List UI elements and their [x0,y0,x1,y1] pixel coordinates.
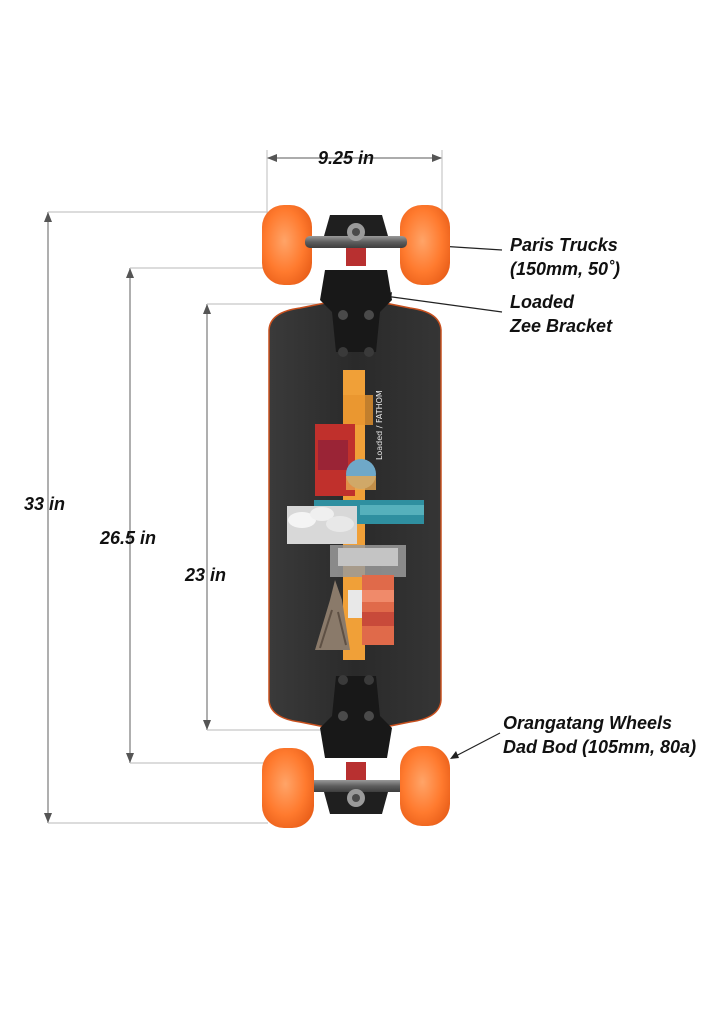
wheels-callout-spec: Dad Bod (105mm, 80a) [503,737,697,757]
graphic-sunset-block [362,575,394,645]
trucks-callout: Paris Trucks (150mm, 50˚) [510,233,620,281]
bracket-callout-title: Loaded [510,292,575,312]
trucks-callout-spec: (150mm, 50˚) [510,259,621,279]
bracket-callout: Loaded Zee Bracket [510,290,612,338]
rear-zee-bracket [320,676,392,758]
overall-length-label: 33 in [24,494,66,514]
mount-span-label: 23 in [185,565,227,585]
front-zee-bracket [320,270,392,352]
wheels-callout: Orangatang Wheels Dad Bod (105mm, 80a) [503,711,696,759]
wheels-leader [451,732,501,759]
deck-graphic: Loaded / FATHOM [287,370,424,660]
bracket-leader [384,295,503,313]
rear-truck [262,675,450,828]
trucks-callout-title: Paris Trucks [510,235,618,255]
front-axle [305,236,407,248]
deck-width-label: 9.25 in [318,148,375,168]
wheels-callout-title: Orangatang Wheels [503,713,673,733]
bracket-callout-spec: Zee Bracket [510,316,613,336]
wheelbase-label: 26.5 in [100,528,157,548]
front-truck [262,205,450,357]
deck-brand-text: Loaded / FATHOM [375,390,384,460]
front-left-wheel [262,205,312,285]
rear-left-wheel [262,748,314,828]
rear-axle [305,780,407,792]
front-right-wheel [400,205,450,285]
rear-right-wheel [400,746,450,826]
graphic-driftwood [315,580,350,650]
